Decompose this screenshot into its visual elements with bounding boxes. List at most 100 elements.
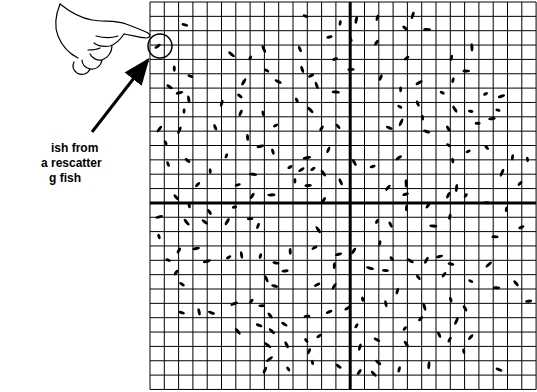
fish-mark [258, 253, 263, 259]
grid-line [150, 303, 536, 304]
fish-mark [281, 269, 289, 273]
fish-mark [315, 225, 322, 233]
fish-mark [373, 39, 379, 46]
grid-line [150, 102, 536, 103]
fish-mark [256, 144, 264, 149]
fish-mark [511, 154, 515, 160]
grid-line [536, 2, 537, 389]
fish-mark [366, 266, 375, 271]
fish-mark [370, 370, 377, 377]
fish-mark [332, 57, 339, 62]
caption-text: a rescatter [40, 156, 103, 170]
fish-mark [179, 281, 186, 287]
fish-mark [399, 86, 402, 92]
grid-line [150, 159, 536, 160]
fish-mark [350, 247, 357, 255]
fish-mark [258, 304, 265, 307]
fish-mark [369, 164, 376, 168]
fish-mark [338, 178, 344, 186]
fish-mark [264, 341, 272, 349]
fish-mark [497, 93, 505, 98]
grid-line [150, 274, 536, 275]
grid-line [478, 2, 479, 389]
fish-mark [187, 74, 194, 79]
fish-mark [234, 327, 241, 335]
fish-mark [208, 168, 211, 174]
fish-mark [192, 246, 200, 250]
fish-mark [484, 201, 491, 205]
fish-mark [448, 296, 453, 303]
fish-mark [248, 55, 253, 61]
fish-mark [248, 298, 254, 304]
grid-line [164, 2, 165, 389]
fish-mark [326, 146, 331, 154]
grid-line [150, 2, 151, 389]
fish-mark [261, 45, 267, 54]
fish-scatter [154, 11, 532, 377]
grid-line [421, 2, 422, 389]
fish-mark [272, 261, 280, 265]
fish-mark [157, 233, 162, 239]
fish-mark [389, 256, 395, 262]
fish-mark [415, 100, 420, 107]
grid-line [221, 2, 222, 389]
fish-mark [321, 196, 327, 203]
fish-mark [267, 312, 274, 319]
fish-mark [427, 361, 431, 369]
grid-line [521, 2, 522, 389]
grid-line [150, 375, 536, 376]
fish-mark [335, 252, 343, 257]
fish-mark [356, 368, 362, 375]
fish-mark [208, 310, 216, 315]
fish-mark [445, 125, 451, 132]
grid-line [493, 2, 494, 389]
grid-line [378, 2, 379, 389]
grid-line [364, 2, 365, 389]
fish-mark [429, 224, 438, 228]
grid-line [150, 30, 536, 31]
fish-mark [378, 74, 383, 81]
fish-mark [175, 90, 183, 95]
fish-mark [181, 23, 188, 28]
grid-line [150, 289, 536, 290]
fish-mark [201, 218, 209, 225]
fish-mark [423, 129, 431, 134]
fish-mark [463, 193, 469, 199]
grid-line [150, 231, 536, 232]
fish-mark [249, 172, 258, 176]
grid-line [150, 174, 536, 175]
fish-mark [403, 55, 410, 61]
grid-line [436, 2, 437, 389]
fish-mark [247, 217, 254, 220]
grid-line [207, 2, 208, 389]
fish-mark [183, 218, 191, 226]
fish-mark [449, 54, 453, 61]
grid-line [150, 16, 536, 17]
grid-line [307, 2, 308, 389]
fish-mark [154, 43, 162, 50]
fish-mark [236, 93, 243, 99]
fish-mark [293, 178, 296, 184]
fish-mark [302, 14, 308, 19]
fish-mark [303, 314, 310, 318]
fish-mark [165, 258, 171, 263]
fish-mark [331, 282, 337, 290]
fish-mark [310, 166, 316, 172]
grid-line [150, 88, 536, 89]
fish-mark [271, 148, 275, 155]
fish-mark [373, 337, 381, 343]
grid-line [150, 45, 536, 46]
fish-mark [234, 183, 241, 187]
fish-mark [415, 274, 421, 281]
fish-mark [423, 28, 431, 32]
fish-mark [230, 301, 238, 307]
grid-line [321, 2, 322, 389]
fish-mark [384, 184, 391, 192]
grid-line [150, 188, 536, 189]
fish-mark [176, 126, 182, 135]
fish-mark [203, 259, 212, 264]
fish-mark [447, 336, 453, 343]
fish-mark [267, 193, 275, 196]
fish-mark [348, 36, 353, 42]
fish-mark [249, 192, 255, 199]
